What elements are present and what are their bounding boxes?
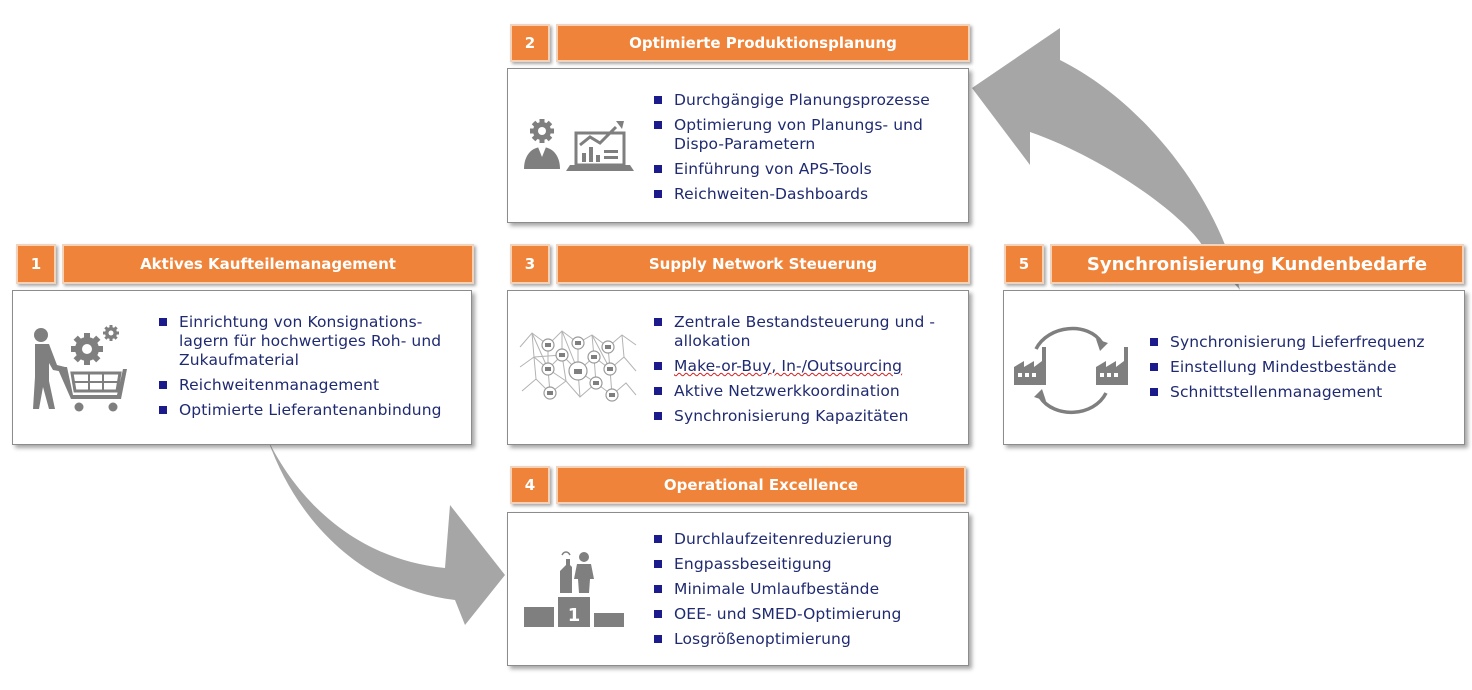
step-4-number: 4 (510, 466, 550, 504)
bullet-square-icon (159, 381, 167, 389)
step-4-card: 1 Durchlaufzeitenreduzierung Engpassbese… (507, 512, 969, 666)
step-2-item: Optimierung von Planungs- und Dispo-Para… (654, 116, 954, 154)
bullet-square-icon (654, 635, 662, 643)
planner-laptop-chart-icon (524, 119, 634, 171)
step-2-item: Reichweiten-Dashboards (654, 185, 954, 204)
step-1-item: Optimierte Lieferantenanbindung (159, 401, 459, 420)
arrow-step1-to-step4 (268, 440, 505, 625)
step-4-item: Minimale Umlaufbestände (654, 580, 954, 599)
step-4-item: Losgrößenoptimierung (654, 630, 954, 649)
step-5-card: Synchronisierung Lieferfrequenz Einstell… (1003, 290, 1465, 445)
bullet-square-icon (654, 96, 662, 104)
bullet-square-icon (654, 318, 662, 326)
bullet-square-icon (654, 387, 662, 395)
bullet-square-icon (159, 406, 167, 414)
bullet-square-icon (654, 362, 662, 370)
step-1-item: Reichweitenmanagement (159, 376, 459, 395)
step-4-item: Engpassbeseitigung (654, 555, 954, 574)
factory-sync-cycle-icon (1014, 326, 1128, 414)
step-5-item: Synchronisierung Lieferfrequenz (1150, 333, 1455, 352)
step-2-item: Durchgängige Planungsprozesse (654, 91, 954, 110)
step-5-item: Einstellung Mindestbestände (1150, 358, 1455, 377)
step-3-item: Aktive Netzwerkkoordination (654, 382, 954, 401)
bullet-square-icon (654, 610, 662, 618)
step-2-title: Optimierte Produktionsplanung (556, 24, 970, 62)
step-3-title: Supply Network Steuerung (556, 244, 970, 284)
arrow-step5-to-step2 (972, 28, 1240, 290)
bullet-square-icon (654, 585, 662, 593)
bullet-square-icon (654, 190, 662, 198)
step-4-item: OEE- und SMED-Optimierung (654, 605, 954, 624)
step-4-item: Durchlaufzeitenreduzierung (654, 530, 954, 549)
bullet-square-icon (654, 535, 662, 543)
bullet-square-icon (1150, 338, 1158, 346)
winner-podium-factory-icon: 1 (524, 551, 624, 627)
supply-network-icon (519, 330, 637, 402)
bullet-square-icon (1150, 363, 1158, 371)
step-1-number: 1 (16, 244, 56, 284)
bullet-square-icon (159, 318, 167, 326)
step-3-item: Synchronisierung Kapazitäten (654, 407, 954, 426)
step-3-item: Zentrale Bestandsteuerung und -allokatio… (654, 313, 954, 351)
step-1-title: Aktives Kaufteilemanagement (62, 244, 474, 284)
shopping-cart-person-gears-icon (33, 325, 127, 412)
step-3-item: Make-or-Buy, In-/Outsourcing (654, 357, 954, 376)
step-5-number: 5 (1004, 244, 1044, 284)
step-2-card: Durchgängige Planungsprozesse Optimierun… (507, 68, 969, 223)
step-1-item: Einrichtung von Konsignations-lagern für… (159, 313, 459, 370)
bullet-square-icon (1150, 388, 1158, 396)
bullet-square-icon (654, 412, 662, 420)
step-5-title: Synchronisierung Kundenbedarfe (1050, 244, 1464, 284)
step-3-card: Zentrale Bestandsteuerung und -allokatio… (507, 290, 969, 445)
step-3-number: 3 (510, 244, 550, 284)
step-1-card: Einrichtung von Konsignations-lagern für… (12, 290, 472, 445)
step-5-item: Schnittstellenmanagement (1150, 383, 1455, 402)
step-4-title: Operational Excellence (556, 466, 966, 504)
bullet-square-icon (654, 165, 662, 173)
bullet-square-icon (654, 560, 662, 568)
step-2-item: Einführung von APS-Tools (654, 160, 954, 179)
step-2-number: 2 (510, 24, 550, 62)
podium-label: 1 (568, 605, 581, 626)
bullet-square-icon (654, 121, 662, 129)
